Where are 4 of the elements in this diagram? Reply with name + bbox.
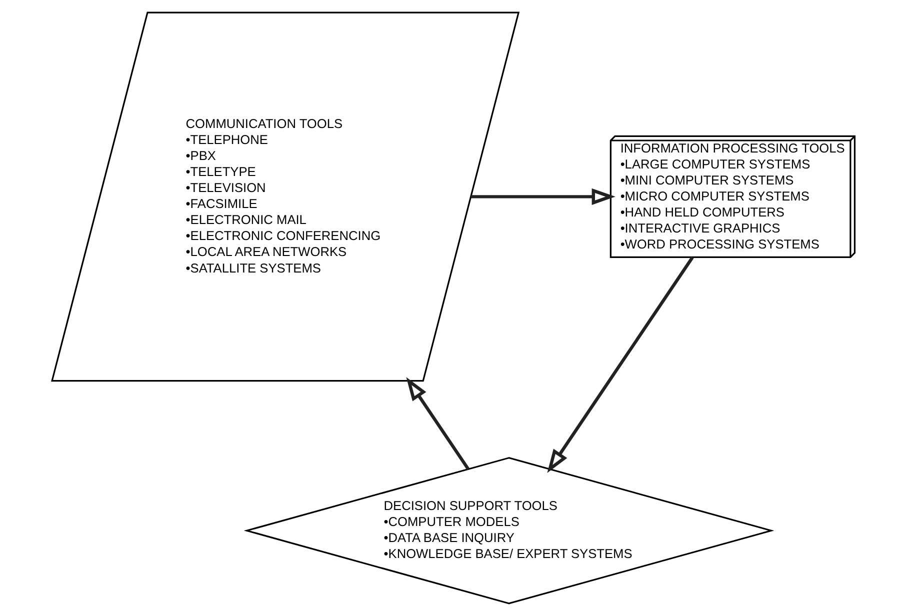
arrow xyxy=(470,188,615,205)
arrow xyxy=(406,377,470,470)
node-diamond: DECISION SUPPORT TOOLS •COMPUTER MODELS •DATA BASE INQUIRY •KNOWLEDGE BASE/ EXPERT SYSTEMS xyxy=(243,457,774,604)
arrow xyxy=(546,256,694,473)
